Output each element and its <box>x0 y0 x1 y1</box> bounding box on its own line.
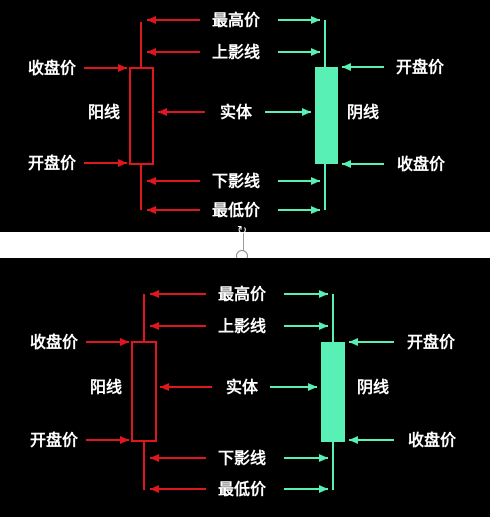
diagram-svg-top: 最高价 上影线 实体 下影线 最低价 收盘价 开盘价 阳线 开盘价 收盘价 阴线 <box>28 11 446 220</box>
label-highest: 最高价 <box>218 285 267 304</box>
bullish-candle-body <box>129 67 154 165</box>
label-open-left: 开盘价 <box>28 154 77 173</box>
candlestick-diagram-top: 最高价 上影线 实体 下影线 最低价 收盘价 开盘价 阳线 开盘价 收盘价 阴线 <box>0 0 490 232</box>
rotate-handle-stem <box>243 232 244 252</box>
bullish-candle-body <box>131 341 157 442</box>
label-lowest: 最低价 <box>218 480 267 499</box>
candlestick-diagram-bottom: 最高价 上影线 实体 下影线 最低价 收盘价 开盘价 阳线 开盘价 收盘价 阴线 <box>0 258 490 517</box>
label-bullish: 阳线 <box>88 103 120 122</box>
label-close-left: 收盘价 <box>28 59 77 78</box>
label-close-right: 收盘价 <box>408 431 457 450</box>
label-bullish: 阳线 <box>90 378 122 397</box>
label-close-right: 收盘价 <box>397 155 446 174</box>
label-close-left: 收盘价 <box>30 333 79 352</box>
rotate-icon[interactable]: ↻ <box>236 223 248 237</box>
label-upper-shadow: 上影线 <box>212 43 260 62</box>
label-body: 实体 <box>226 378 259 397</box>
label-lower-shadow: 下影线 <box>218 449 266 468</box>
label-lower-shadow: 下影线 <box>212 172 260 191</box>
label-open-left: 开盘价 <box>30 431 79 450</box>
label-body: 实体 <box>220 103 253 122</box>
label-bearish: 阴线 <box>347 103 379 122</box>
label-highest: 最高价 <box>212 11 261 30</box>
label-upper-shadow: 上影线 <box>218 317 266 336</box>
label-lowest: 最低价 <box>212 201 261 220</box>
diagram-svg-bottom: 最高价 上影线 实体 下影线 最低价 收盘价 开盘价 阳线 开盘价 收盘价 阴线 <box>30 285 457 499</box>
label-open-right: 开盘价 <box>407 333 456 352</box>
bearish-candle-body <box>321 342 345 442</box>
label-open-right: 开盘价 <box>396 58 445 77</box>
bearish-candle-body <box>315 67 338 164</box>
label-bearish: 阴线 <box>357 378 389 397</box>
